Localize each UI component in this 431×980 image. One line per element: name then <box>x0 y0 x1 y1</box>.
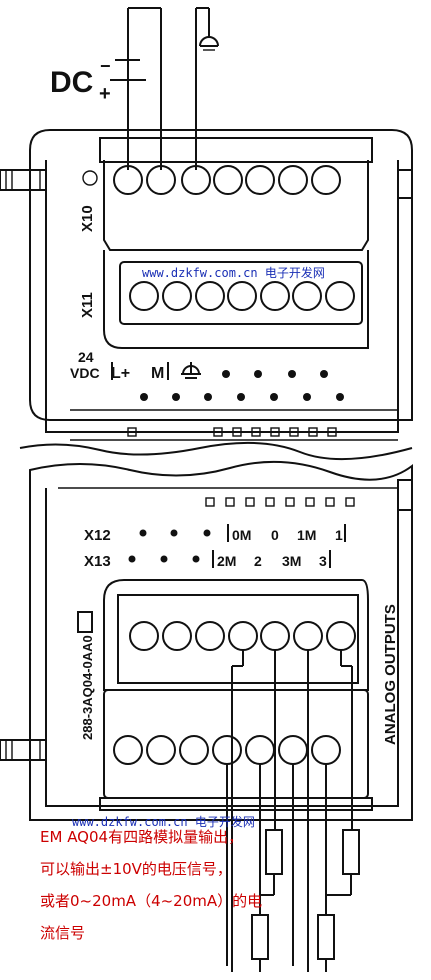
load-resistor-1 <box>265 829 283 875</box>
gear-icon <box>82 170 98 186</box>
x10-label: X10 <box>79 205 96 232</box>
x11-label: X11 <box>79 292 96 318</box>
status-leds-bottom <box>205 497 355 507</box>
part-number: 288-3AQ04-0AA0 <box>80 635 95 740</box>
din-clip-top <box>0 169 47 191</box>
note-line-3: 或者0~20mA（4~20mA）的电 <box>40 892 262 910</box>
load-resistor-2 <box>342 829 360 875</box>
din-clip-bottom <box>0 739 47 761</box>
bottom-module: X12 X13 0M 0 1M 1 2M 2 3M 3 <box>0 460 413 821</box>
terminal-lplus: L+ <box>111 365 130 382</box>
note: www.dzkfw.com.cn 电子开发网 EM AQ04有四路模拟量输出， … <box>40 814 262 942</box>
x13-terminals <box>113 735 341 765</box>
x12-label: X12 <box>84 527 111 544</box>
ground-icon <box>199 36 219 47</box>
x13-term-3: 3 <box>319 553 327 569</box>
voltage-24: 24 <box>78 349 94 365</box>
dc-supply: DC − + <box>50 7 162 170</box>
top-module: X10 X11 24 VDC L+ M www.dzkfw.com.cn 电子开… <box>0 129 413 461</box>
x10-terminals <box>113 165 341 195</box>
load-resistor-3 <box>251 914 269 960</box>
top-watermark: www.dzkfw.com.cn 电子开发网 <box>142 265 325 280</box>
load-resistor-4 <box>317 914 335 960</box>
analog-outputs-title: ANALOG OUTPUTS <box>382 604 399 745</box>
x12-term-0: 0 <box>271 527 279 543</box>
voltage-vdc: VDC <box>70 365 100 381</box>
note-line-1: EM AQ04有四路模拟量输出， <box>40 828 243 846</box>
x13-label: X13 <box>84 553 111 570</box>
note-watermark: www.dzkfw.com.cn 电子开发网 <box>72 814 255 829</box>
dc-label: DC <box>50 66 93 99</box>
x13-term-3m: 3M <box>282 553 301 569</box>
x13-term-2: 2 <box>254 553 262 569</box>
terminal-m: M <box>151 365 164 382</box>
x12-term-1: 1 <box>335 527 343 543</box>
x12-term-0m: 0M <box>232 527 251 543</box>
note-line-4: 流信号 <box>40 924 85 942</box>
note-line-2: 可以输出±10V的电压信号， <box>40 860 232 878</box>
status-leds-top <box>127 427 337 437</box>
load-wiring <box>226 650 360 972</box>
chassis-ground-icon <box>181 362 201 379</box>
dc-plus: + <box>99 83 111 105</box>
dc-minus: − <box>100 56 111 76</box>
x11-terminals <box>129 281 355 311</box>
x12-terminals <box>129 621 356 651</box>
logo-box-icon <box>77 611 93 633</box>
x13-term-2m: 2M <box>217 553 236 569</box>
x12-term-1m: 1M <box>297 527 316 543</box>
ground-wire <box>195 7 219 170</box>
terminal-dots-top <box>140 370 344 401</box>
